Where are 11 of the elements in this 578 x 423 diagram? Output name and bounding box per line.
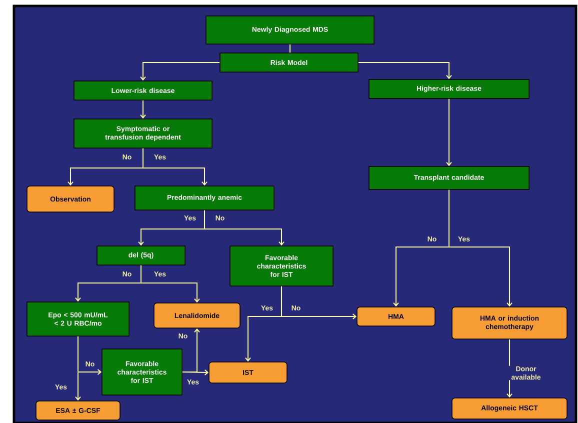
connector-arrow	[204, 210, 284, 246]
connector-arrow	[140, 62, 220, 81]
connector-arrow	[358, 62, 452, 80]
connector-arrow	[281, 286, 357, 320]
connector-arrow	[446, 98, 452, 166]
connector-arrow	[182, 369, 209, 376]
connector-arrow	[140, 264, 200, 303]
connector-arrow	[75, 336, 81, 401]
connector-arrow	[142, 148, 208, 186]
connector-arrow	[448, 189, 512, 307]
connector-arrow	[140, 100, 146, 119]
